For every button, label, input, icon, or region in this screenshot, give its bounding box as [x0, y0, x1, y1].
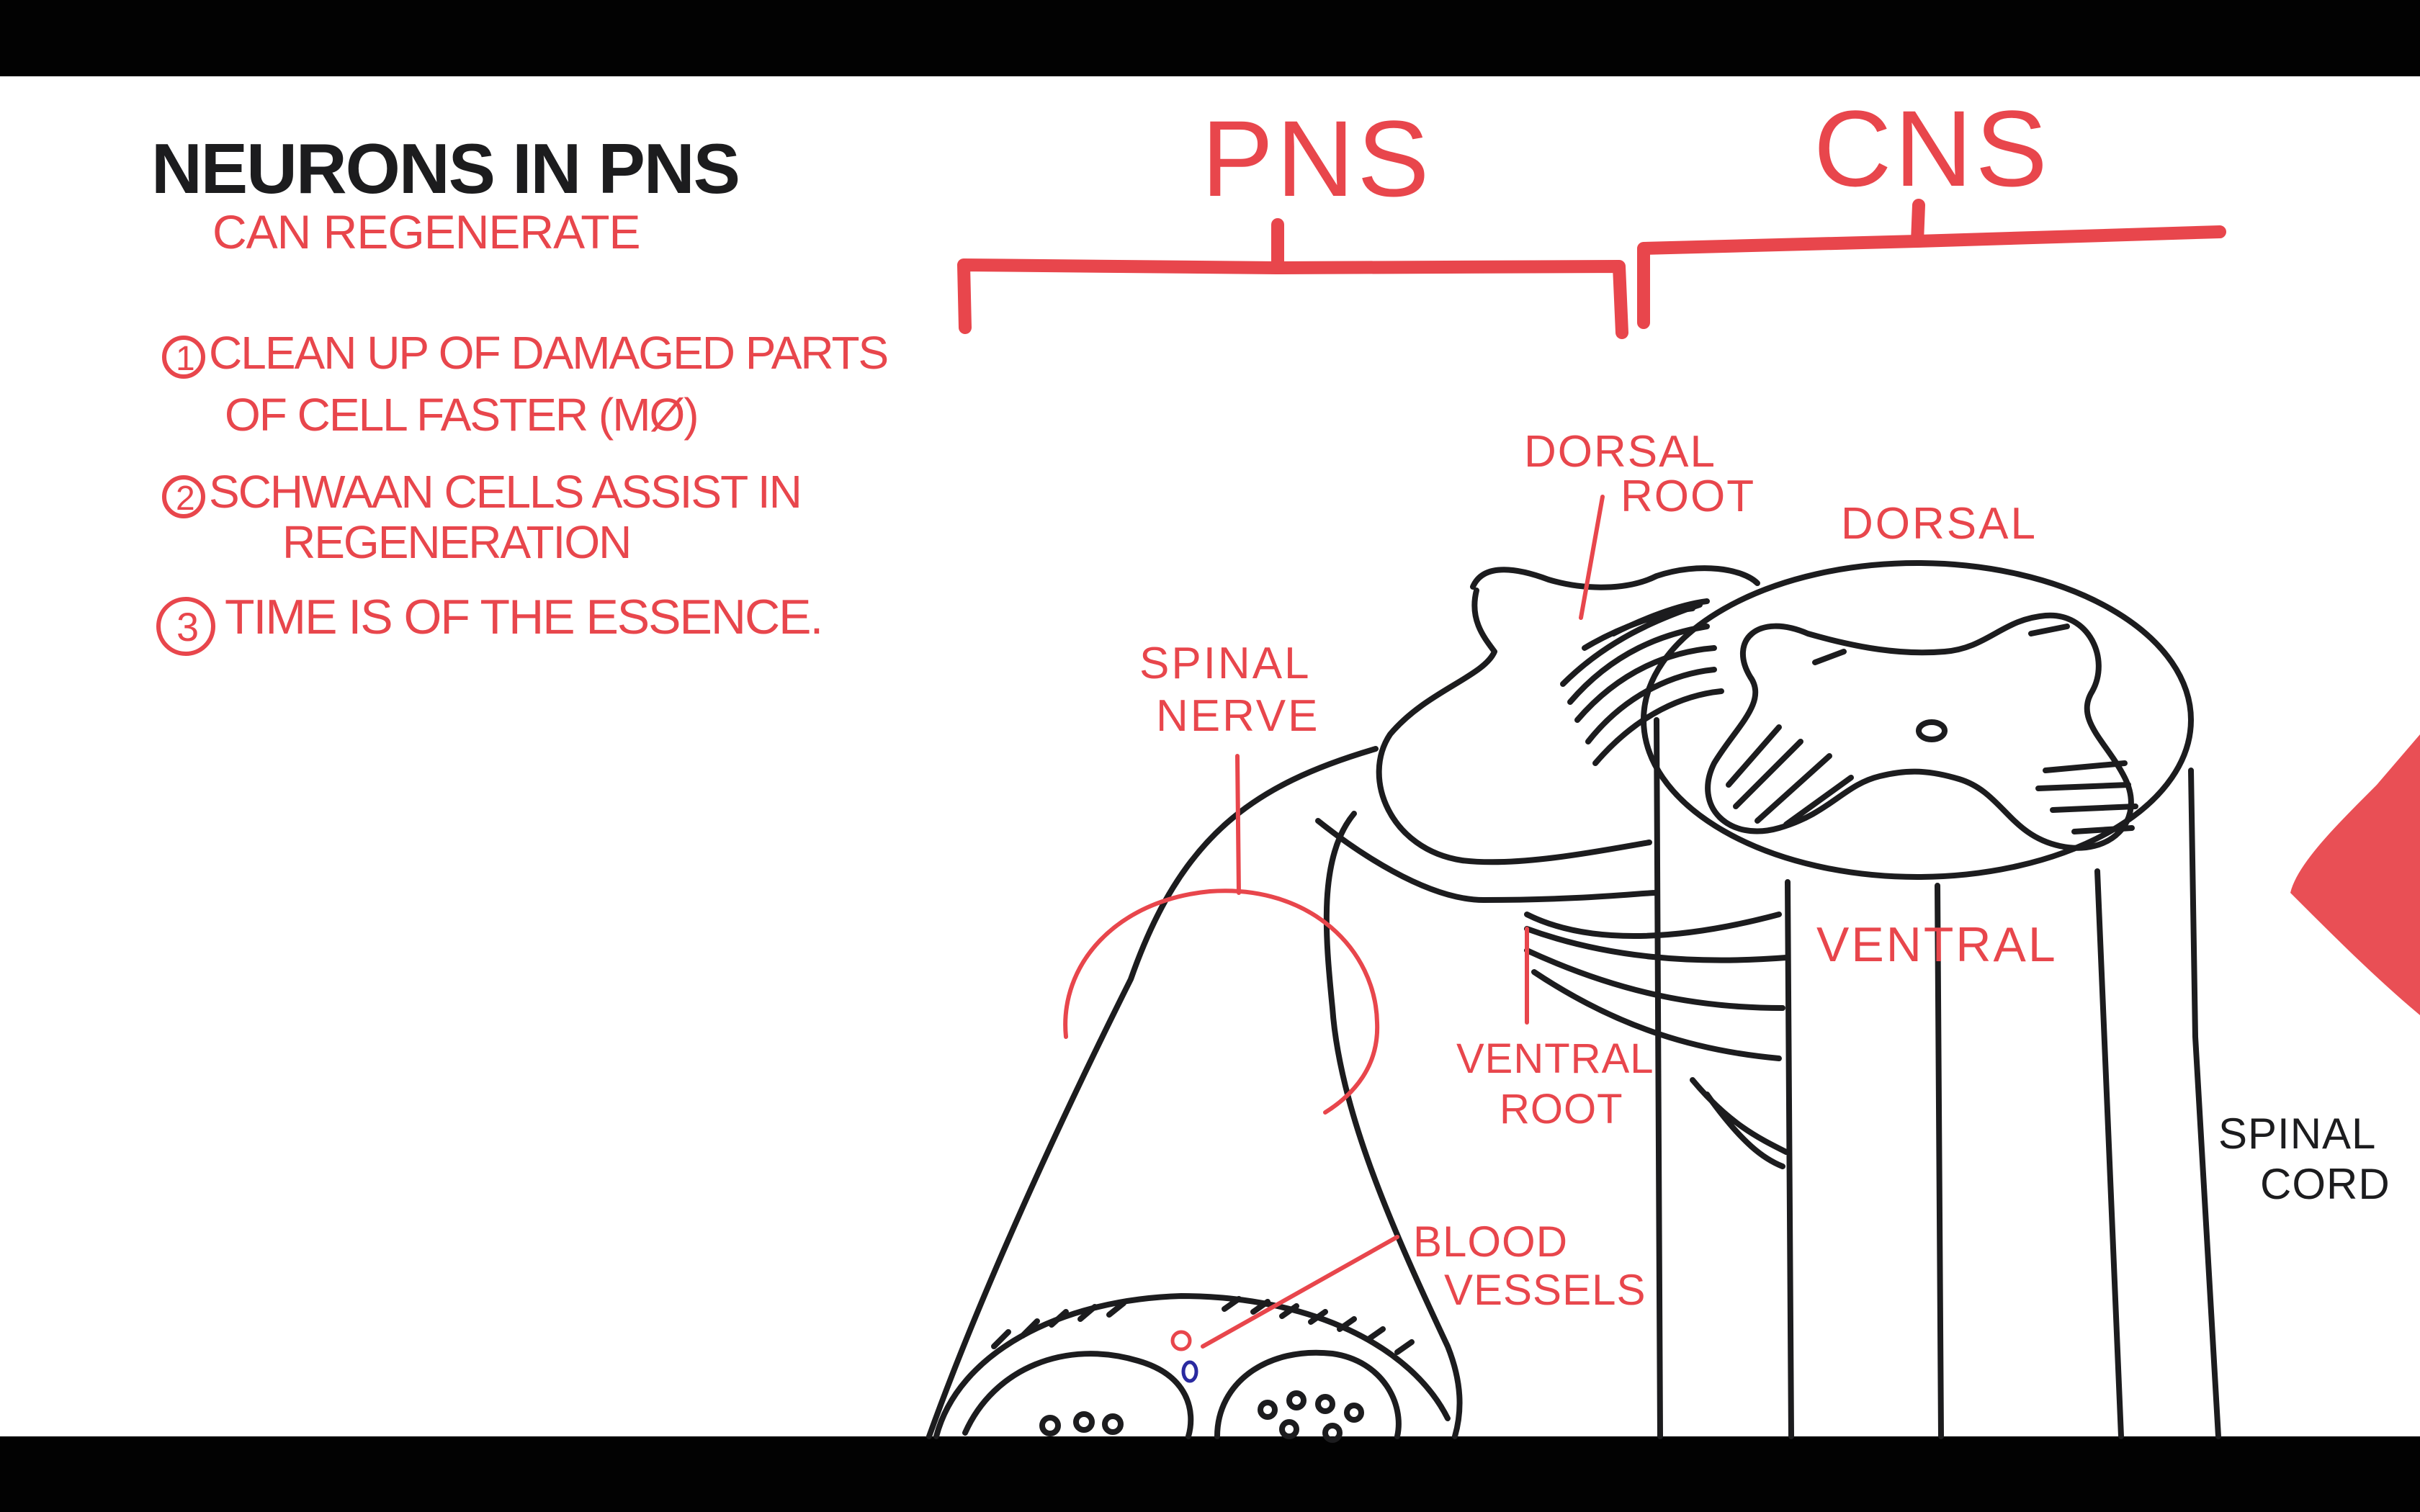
label-dorsal-root-line-1: DORSAL — [1524, 427, 1716, 477]
point-3-number: 3 — [176, 604, 199, 649]
label-blood-vessels-line-2: VESSELS — [1444, 1266, 1646, 1314]
pns-header: PNS — [1201, 98, 1432, 219]
point-1-line-1: CLEAN UP OF DAMAGED PARTS — [209, 327, 887, 379]
label-ventral-root-line-1: VENTRAL — [1456, 1035, 1654, 1082]
label-ventral-root-line-2: ROOT — [1500, 1086, 1623, 1133]
pns-bracket — [964, 225, 1622, 333]
central-canal — [1919, 722, 1945, 739]
red-marker-edge — [2290, 734, 2420, 1015]
label-dorsal-root-line-2: ROOT — [1621, 472, 1755, 521]
leader-blood-vessels — [1203, 1237, 1397, 1346]
blood-vessel-red — [1173, 1332, 1190, 1349]
blood-vessel-blue — [1183, 1362, 1196, 1381]
point-2-number: 2 — [176, 480, 195, 518]
label-spinal-cord-line-1: SPINAL — [2218, 1110, 2376, 1158]
title-line-1: NEURONS IN PNS — [151, 129, 739, 208]
point-1-number: 1 — [176, 340, 195, 378]
leader-spinal-nerve — [1237, 756, 1239, 893]
cns-header: CNS — [1814, 88, 2051, 209]
label-spinal-cord-line-2: CORD — [2260, 1160, 2390, 1208]
cns-bracket — [1644, 205, 2220, 323]
point-3-line-1: TIME IS OF THE ESSENCE. — [225, 590, 822, 644]
point-2-line-2: REGENERATION — [282, 516, 630, 568]
leader-dorsal-root — [1581, 497, 1603, 618]
point-2-line-1: SCHWAAN CELLS ASSIST IN — [209, 466, 801, 518]
dorsal-rootlets — [1563, 601, 1721, 763]
label-spinal-nerve-line-2: NERVE — [1156, 691, 1320, 741]
point-1-line-2: OF CELL FASTER (MØ) — [225, 389, 698, 441]
label-dorsal: DORSAL — [1841, 499, 2038, 549]
label-ventral: VENTRAL — [1816, 917, 2058, 972]
label-blood-vessels-line-1: BLOOD — [1413, 1218, 1568, 1266]
nerve-cross-section — [936, 1296, 1448, 1436]
label-spinal-nerve-line-1: SPINAL — [1139, 639, 1312, 688]
title-line-2: CAN REGENERATE — [212, 205, 640, 258]
